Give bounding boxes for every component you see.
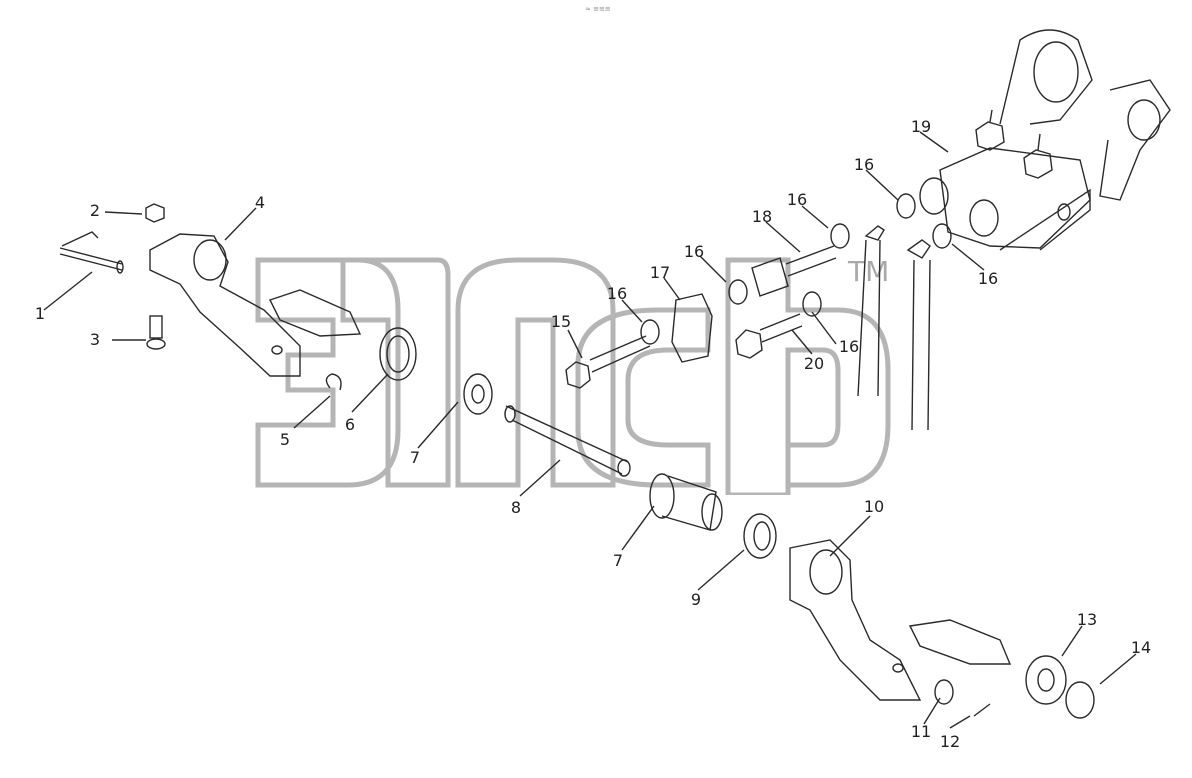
part-label: 3 — [89, 330, 101, 349]
part-label: 16 — [977, 269, 999, 288]
part-label: 7 — [409, 448, 421, 467]
part-label: 16 — [786, 190, 808, 209]
watermark-logo — [255, 257, 891, 495]
part-label: 20 — [803, 354, 825, 373]
part-label: 19 — [910, 117, 932, 136]
part-label: 18 — [751, 207, 773, 226]
part-label: 14 — [1130, 638, 1152, 657]
part-label: 1 — [34, 304, 46, 323]
part-label: 12 — [939, 732, 961, 751]
part-label: 7 — [612, 551, 624, 570]
header-mark: ≈ ≡≡≡ — [585, 5, 611, 13]
part-label: 4 — [254, 193, 266, 212]
part-label: 16 — [683, 242, 705, 261]
part-label: 2 — [89, 201, 101, 220]
part-label: 13 — [1076, 610, 1098, 629]
part-label: 6 — [344, 415, 356, 434]
part-label: 16 — [853, 155, 875, 174]
trademark-mark: TM — [848, 255, 890, 288]
part-label: 8 — [510, 498, 522, 517]
part-label: 11 — [910, 722, 932, 741]
part-label: 15 — [550, 312, 572, 331]
part-label: 9 — [690, 590, 702, 609]
part-label: 10 — [863, 497, 885, 516]
part-label: 16 — [606, 284, 628, 303]
part-label: 16 — [838, 337, 860, 356]
part-label: 5 — [279, 430, 291, 449]
part-label: 17 — [649, 263, 671, 282]
